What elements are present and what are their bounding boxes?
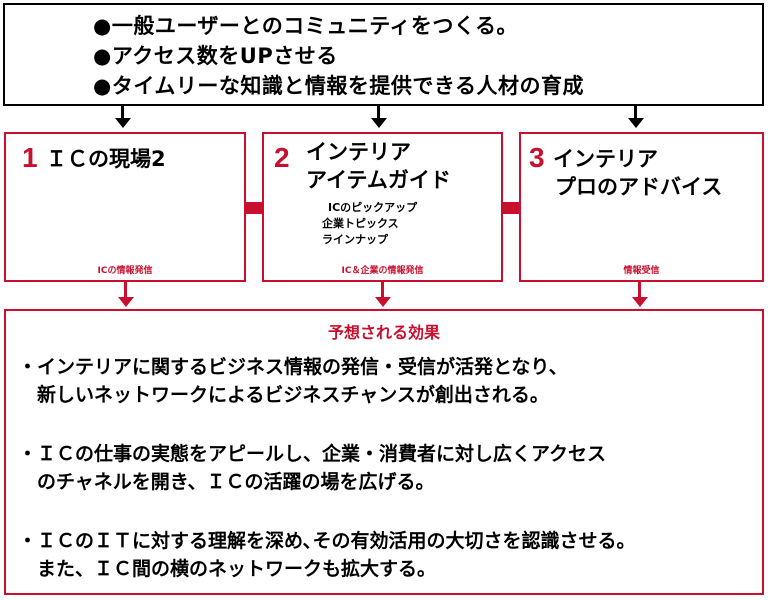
arrow-down-icon: [632, 282, 648, 307]
effect-line: のチャネルを開き、ＩＣの活躍の場を広げる。: [18, 471, 435, 493]
effect-line: ・ＩＣのＩＴに対する理解を深め､その有効活用の大切さを認識させる。: [18, 530, 636, 552]
effect-line: ・ＩＣの仕事の実態をアピールし、企業・消費者に対し広くアクセス: [18, 443, 607, 465]
effect-line: また、ＩＣ間の横のネットワークも拡大する。: [18, 558, 437, 580]
category-title: アイテムガイド: [306, 168, 451, 192]
category-title: インテリア: [553, 147, 658, 171]
category-number: 1: [22, 142, 38, 173]
arrow-down-icon: [118, 282, 134, 307]
arrow-down-icon: [628, 106, 644, 128]
goals-box: ●一般ユーザーとのコミュニティをつくる。 ●アクセス数をUPさせる ●タイムリー…: [3, 3, 764, 106]
arrow-down-icon: [115, 106, 131, 128]
category-sub-item: ラインナップ: [322, 233, 388, 246]
effect-line: ・インテリアに関するビジネス情報の発信・受信が活発となり、: [18, 356, 568, 378]
category-box-item-guide: 2 インテリア アイテムガイド ICのピックアップ 企業トピックス ラインナップ…: [262, 132, 503, 282]
category-footer: 情報受信: [623, 266, 660, 276]
effects-title: 予想される効果: [327, 323, 440, 342]
category-box-ic-field: 1 ＩＣの現場2 ICの情報発信: [4, 132, 246, 282]
category-sub-item: ICのピックアップ: [328, 201, 418, 214]
category-footer: ICの情報発信: [97, 266, 153, 276]
effect-line: 新しいネットワークによるビジネスチャンスが創出される。: [18, 384, 549, 406]
category-sub-item: 企業トピックス: [322, 217, 399, 230]
category-box-pro-advice: 3 インテリア プロのアドバイス 情報受信: [519, 132, 764, 282]
goal-item: ●アクセス数をUPさせる: [93, 44, 338, 68]
arrow-down-icon: [375, 282, 391, 307]
category-title: インテリア: [306, 140, 411, 164]
category-number: 2: [274, 142, 290, 173]
goal-item: ●タイムリーな知識と情報を提供できる人材の育成: [93, 74, 584, 98]
category-footer: IC＆企業の情報発信: [341, 266, 424, 276]
box-connector: [502, 202, 520, 214]
category-title: プロのアドバイス: [555, 175, 723, 199]
category-title: ＩＣの現場2: [46, 147, 166, 171]
effects-box: 予想される効果 ・インテリアに関するビジネス情報の発信・受信が活発となり、 新し…: [4, 309, 764, 595]
category-number: 3: [529, 142, 545, 173]
goal-item: ●一般ユーザーとのコミュニティをつくる。: [93, 14, 519, 38]
arrow-down-icon: [371, 106, 387, 128]
box-connector: [245, 202, 263, 214]
